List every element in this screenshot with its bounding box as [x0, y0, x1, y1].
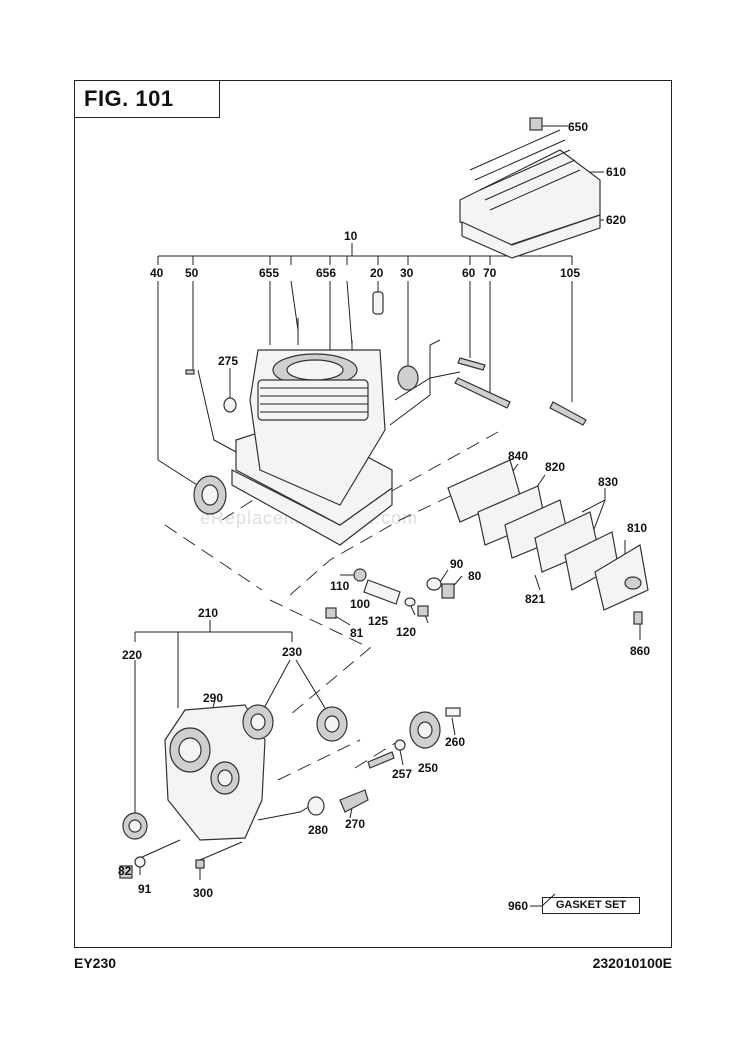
- callout-82: 82: [118, 864, 132, 878]
- callout-655: 655: [259, 266, 279, 280]
- callout-960: 960: [508, 899, 528, 913]
- callout-280: 280: [308, 823, 328, 837]
- callout-110: 110: [330, 579, 350, 593]
- callout-91: 91: [138, 882, 152, 896]
- callout-90: 90: [450, 557, 464, 571]
- governor-parts: [325, 568, 455, 619]
- callout-220: 220: [122, 648, 142, 662]
- callout-275: 275: [218, 354, 238, 368]
- callout-60: 60: [462, 266, 476, 280]
- figure-title: FIG. 101: [74, 80, 220, 118]
- callout-105: 105: [560, 266, 580, 280]
- callout-650: 650: [568, 120, 588, 134]
- callout-210: 210: [198, 606, 218, 620]
- callout-81: 81: [350, 626, 364, 640]
- diagram-frame: [74, 80, 672, 948]
- oil-drain-and-fasteners: [119, 789, 369, 879]
- callout-70: 70: [483, 266, 497, 280]
- crankcase-block: [231, 291, 393, 546]
- camshaft-gear: [367, 707, 461, 769]
- studs: [454, 357, 587, 426]
- callout-830: 830: [598, 475, 618, 489]
- callout-656: 656: [316, 266, 336, 280]
- callout-290: 290: [203, 691, 223, 705]
- crankcase-cover: [122, 704, 348, 841]
- callout-labels: 650 610 620 10 40 50 655 656 20 30 60 70…: [118, 120, 650, 913]
- breather-assembly: [447, 459, 649, 625]
- callout-10: 10: [344, 229, 358, 243]
- cylinder-head-assembly: [459, 117, 601, 259]
- callout-50: 50: [185, 266, 199, 280]
- bearings-and-seals: [185, 365, 419, 515]
- callout-810: 810: [627, 521, 647, 535]
- callout-620: 620: [606, 213, 626, 227]
- callout-100: 100: [350, 597, 370, 611]
- callout-820: 820: [545, 460, 565, 474]
- callout-821: 821: [525, 592, 545, 606]
- callout-230: 230: [282, 645, 302, 659]
- callout-125: 125: [368, 614, 388, 628]
- callout-250: 250: [418, 761, 438, 775]
- callout-20: 20: [370, 266, 384, 280]
- callout-30: 30: [400, 266, 414, 280]
- callout-610: 610: [606, 165, 626, 179]
- callout-840: 840: [508, 449, 528, 463]
- callout-860: 860: [630, 644, 650, 658]
- callout-80: 80: [468, 569, 482, 583]
- callout-270: 270: [345, 817, 365, 831]
- callout-257: 257: [392, 767, 412, 781]
- callout-120: 120: [396, 625, 416, 639]
- callout-300: 300: [193, 886, 213, 900]
- callout-40: 40: [150, 266, 164, 280]
- callout-260: 260: [445, 735, 465, 749]
- document-number: 232010100E: [592, 955, 672, 971]
- model-number: EY230: [74, 955, 117, 971]
